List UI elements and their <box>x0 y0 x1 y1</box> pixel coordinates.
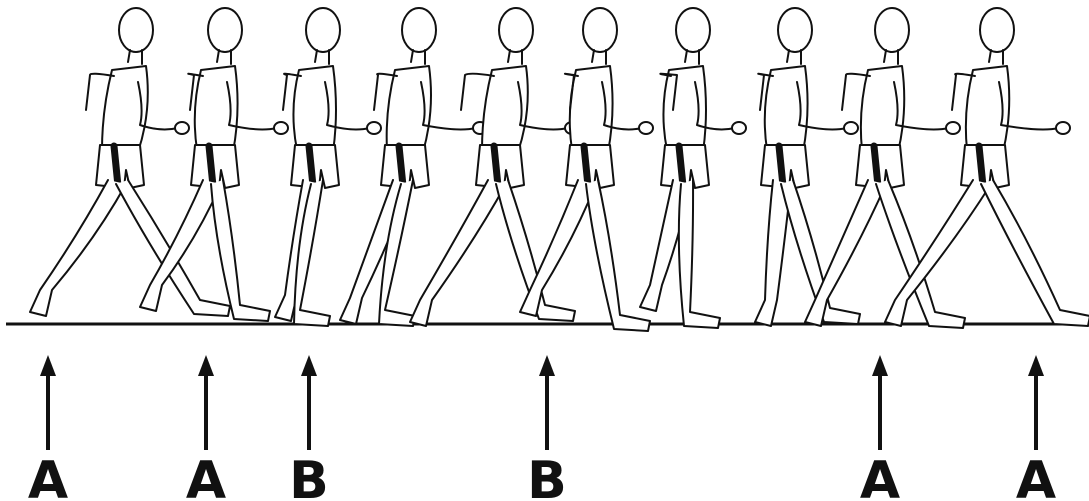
marker-label: A <box>1016 451 1056 501</box>
front-leg <box>805 180 886 326</box>
marker: B <box>527 355 567 501</box>
walker-frames <box>30 8 1089 331</box>
shorts-stripe <box>584 146 588 186</box>
hand <box>946 122 960 134</box>
head <box>402 8 436 52</box>
shorts-stripe <box>399 146 403 186</box>
marker: A <box>28 355 68 501</box>
shorts-stripe <box>874 146 878 186</box>
arrow-head-icon <box>539 355 555 376</box>
shorts-stripe <box>309 146 313 186</box>
back-leg <box>981 180 1089 326</box>
marker: A <box>186 355 226 501</box>
walker-frame <box>140 8 288 321</box>
head <box>306 8 340 52</box>
shorts-stripe <box>209 146 213 186</box>
walker-frame <box>805 8 965 328</box>
arrow-head-icon <box>198 355 214 376</box>
head <box>875 8 909 52</box>
hand <box>639 122 653 134</box>
back-leg <box>586 180 650 331</box>
hand <box>367 122 381 134</box>
front-leg <box>30 180 126 316</box>
marker-label: A <box>186 451 226 501</box>
back-leg <box>211 180 270 321</box>
arrow-head-icon <box>1028 355 1044 376</box>
walker-frame <box>410 8 579 326</box>
marker: A <box>1016 355 1056 501</box>
hand <box>175 122 189 134</box>
head <box>583 8 617 52</box>
head <box>778 8 812 52</box>
torso <box>293 66 336 152</box>
head <box>119 8 153 52</box>
marker: A <box>860 355 900 501</box>
shorts-stripe <box>114 146 118 186</box>
head <box>499 8 533 52</box>
hand <box>732 122 746 134</box>
hand <box>274 122 288 134</box>
arrow-head-icon <box>872 355 888 376</box>
hand <box>1056 122 1070 134</box>
walker-frame <box>885 8 1089 326</box>
shorts-stripe <box>779 146 783 186</box>
marker-label: A <box>28 451 68 501</box>
marker: B <box>289 355 329 501</box>
marker-label: B <box>289 451 329 501</box>
arrow-head-icon <box>301 355 317 376</box>
front-leg <box>520 180 596 316</box>
marker-label: A <box>860 451 900 501</box>
walker-frame <box>520 8 653 331</box>
head <box>980 8 1014 52</box>
marker-label: B <box>527 451 567 501</box>
walker-frame <box>755 8 860 326</box>
head <box>208 8 242 52</box>
hand <box>844 122 858 134</box>
front-leg <box>410 180 506 326</box>
shorts-stripe <box>679 146 683 186</box>
arrow-head-icon <box>40 355 56 376</box>
shorts-stripe <box>979 146 983 186</box>
torso <box>663 66 706 152</box>
walker-frame <box>640 8 746 328</box>
head <box>676 8 710 52</box>
back-leg <box>679 180 720 328</box>
shorts-stripe <box>494 146 498 186</box>
walker-frame <box>340 8 487 326</box>
back-leg <box>876 180 965 328</box>
